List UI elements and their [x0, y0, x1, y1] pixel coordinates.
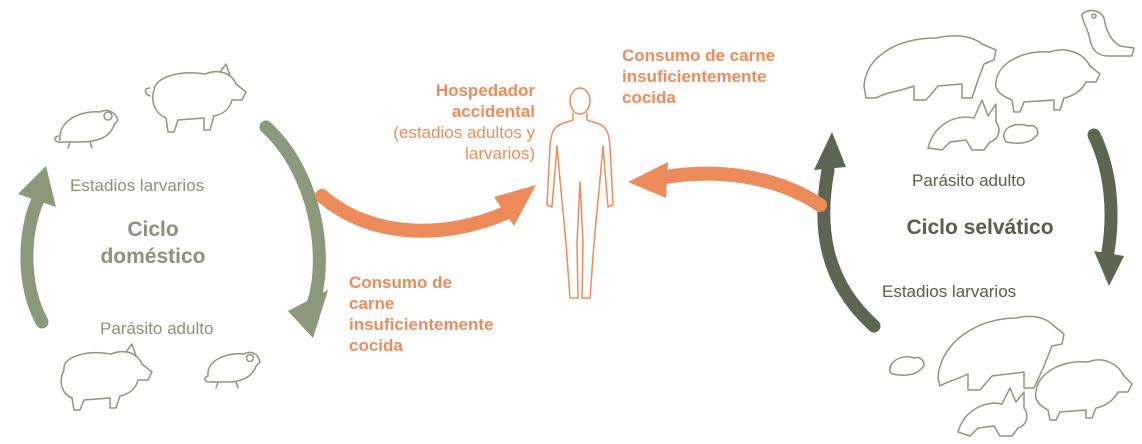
domestic-arrowhead-down: [288, 290, 328, 338]
domestic-transmission-line3: insuficientemente: [349, 315, 494, 334]
sylvatic-arrowhead-down: [1094, 251, 1124, 286]
human-silhouette-icon: [546, 87, 614, 299]
rodent-icon: [1003, 123, 1039, 144]
domestic-arrow-left: [20, 193, 49, 329]
domestic-cycle-arrows: [18, 120, 328, 338]
domestic-larval-label: Estadios larvarios: [70, 176, 205, 195]
transmission-arrows: [315, 162, 827, 238]
seal-icon: [1081, 9, 1135, 57]
sylvatic-cycle-title: Ciclo selvático: [906, 216, 1054, 239]
domestic-cycle-title: Ciclo doméstico: [78, 216, 228, 270]
pig-icon: [144, 63, 247, 133]
bear-icon: [863, 35, 997, 101]
domestic-arrow-right: [259, 120, 326, 311]
human-title-line1: Hospedador: [435, 81, 535, 100]
rodent-icon: [889, 356, 925, 376]
sylvatic-transmission-line2: insuficientemente: [622, 67, 767, 86]
sylvatic-adult-label: Parásito adulto: [912, 171, 1026, 190]
domestic-adult-label: Parásito adulto: [100, 319, 214, 338]
domestic-title-line2: doméstico: [100, 245, 206, 268]
domestic-transmission-line2: carne: [349, 294, 395, 313]
domestic-title-line1: Ciclo: [127, 218, 179, 241]
domestic-transmission-line1: Consumo de: [349, 273, 452, 292]
pig-icon: [60, 343, 153, 411]
human-title-line2: accidental: [451, 102, 535, 121]
sylvatic-arrow-right: [1087, 128, 1118, 259]
domestic-transmission-line4: cocida: [349, 336, 403, 355]
fox-icon: [957, 387, 1028, 437]
domestic-to-human-arrowhead: [494, 185, 536, 226]
sylvatic-transmission-line3: cocida: [622, 88, 676, 107]
sylvatic-arrowhead-up: [814, 132, 846, 170]
human-note-line2: larvarios): [465, 144, 535, 163]
bear-icon: [937, 315, 1065, 391]
fox-icon: [927, 99, 1000, 151]
human-host-label: Hospedador accidental (estadios adultos …: [380, 80, 535, 164]
sylvatic-cycle-arrows: [814, 128, 1124, 333]
rat-icon: [204, 351, 261, 389]
domestic-arrowhead-up: [18, 166, 56, 207]
boar-icon: [994, 49, 1101, 113]
sylvatic-transmission-line1: Consumo de carne: [622, 46, 776, 65]
sylvatic-to-human-arrowhead: [628, 162, 668, 198]
boar-icon: [1034, 359, 1133, 421]
sylvatic-transmission-label: Consumo de carne insuficientemente cocid…: [622, 45, 775, 108]
domestic-transmission-label: Consumo de carne insuficientemente cocid…: [349, 272, 494, 356]
human-note-line1: (estadios adultos y: [393, 123, 535, 142]
domestic-to-human-arrow: [315, 189, 515, 238]
sylvatic-arrow-left: [817, 163, 881, 333]
rat-icon: [54, 109, 119, 149]
sylvatic-to-human-arrow: [653, 166, 827, 212]
sylvatic-larval-label: Estadios larvarios: [882, 282, 1017, 301]
